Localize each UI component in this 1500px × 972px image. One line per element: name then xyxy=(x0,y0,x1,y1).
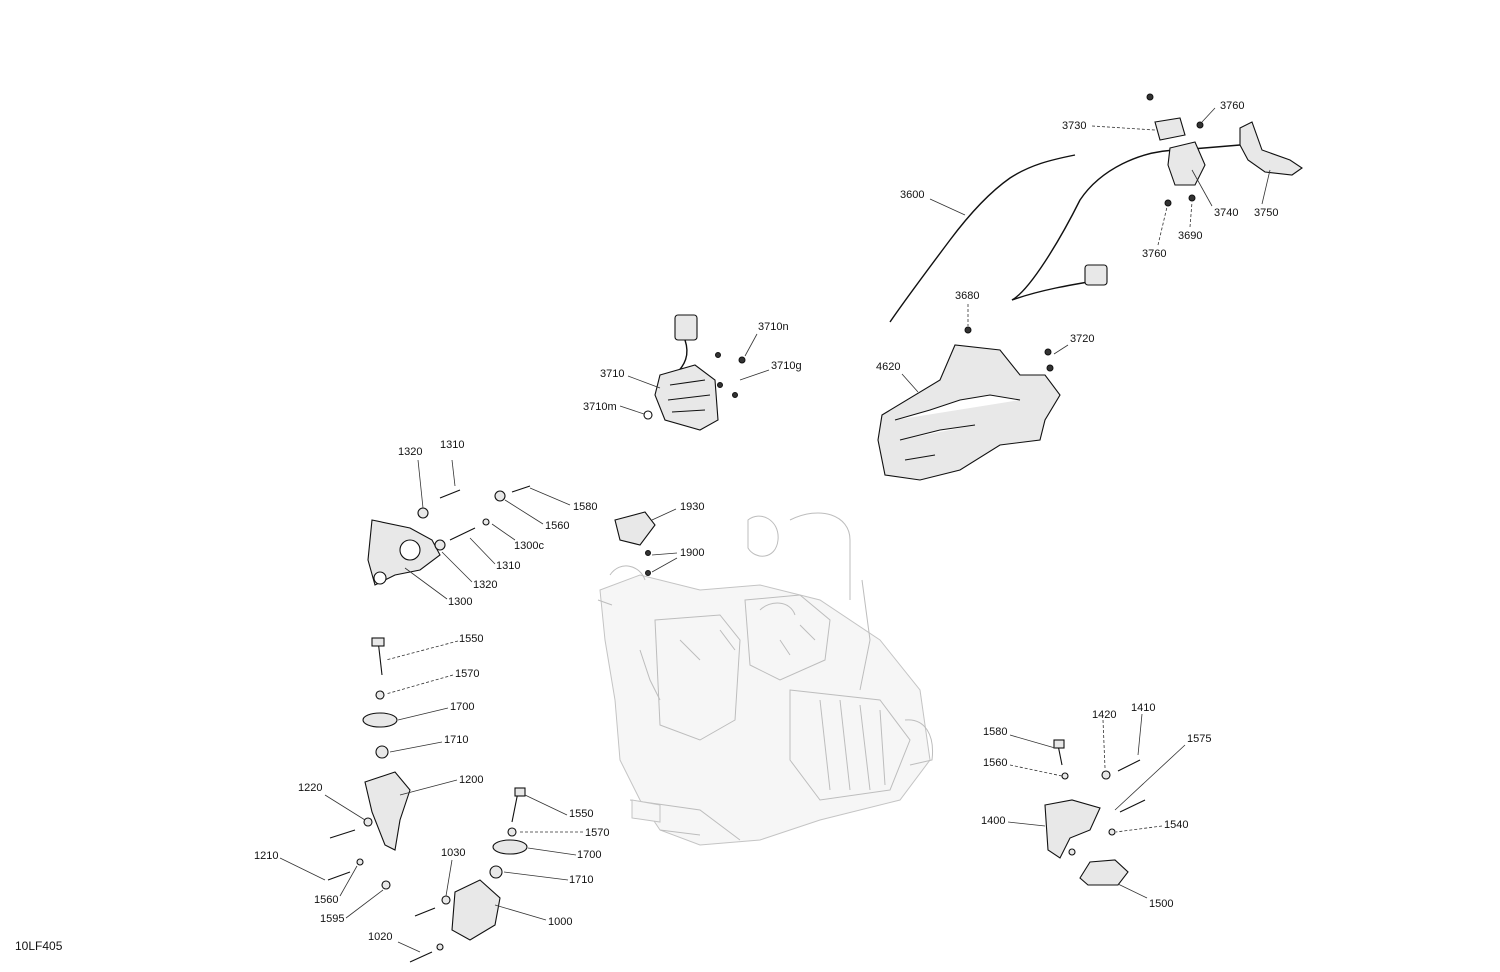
engine-mount-1200 xyxy=(327,637,411,890)
callout-1030: 1030 xyxy=(441,847,465,859)
connector-plug xyxy=(1084,264,1108,286)
callout-1210: 1210 xyxy=(254,850,278,862)
callout-4620: 4620 xyxy=(876,361,900,373)
engine-mount-1400 xyxy=(1044,739,1146,886)
callout-3600: 3600 xyxy=(900,189,924,201)
callout-1700-left: 1700 xyxy=(450,701,474,713)
callout-1560-left: 1560 xyxy=(314,894,338,906)
callout-1200: 1200 xyxy=(459,774,483,786)
callout-1410: 1410 xyxy=(1131,702,1155,714)
shifter-body-3740 xyxy=(1167,141,1206,186)
callout-1710-lower: 1710 xyxy=(569,874,593,886)
callout-1220: 1220 xyxy=(298,782,322,794)
callout-1500: 1500 xyxy=(1149,898,1173,910)
callout-3760-bottom: 3760 xyxy=(1142,248,1166,260)
callout-1900: 1900 xyxy=(680,547,704,559)
callout-1700-lower: 1700 xyxy=(577,849,601,861)
callout-3710m: 3710m xyxy=(583,401,617,413)
callout-1300c: 1300c xyxy=(514,540,544,552)
callout-labels: 3760 3730 3600 3740 3750 3690 3760 3680 … xyxy=(254,100,1278,943)
callout-3750: 3750 xyxy=(1254,207,1278,219)
callout-1560-upper: 1560 xyxy=(545,520,569,532)
callout-3710n: 3710n xyxy=(758,321,789,333)
callout-1540: 1540 xyxy=(1164,819,1188,831)
callout-1580-left: 1580 xyxy=(573,501,597,513)
callout-3710: 3710 xyxy=(600,368,624,380)
callout-1550-lower: 1550 xyxy=(569,808,593,820)
switch-3730 xyxy=(1154,117,1186,141)
callout-1575: 1575 xyxy=(1187,733,1211,745)
engine-mount-1000 xyxy=(409,787,528,963)
callout-1000: 1000 xyxy=(548,916,572,928)
engine-mount-1300 xyxy=(367,485,531,586)
callout-1550-left: 1550 xyxy=(459,633,483,645)
callout-1420: 1420 xyxy=(1092,709,1116,721)
callout-1560-right: 1560 xyxy=(983,757,1007,769)
module-3710 xyxy=(643,314,746,431)
callout-1320-bottom: 1320 xyxy=(473,579,497,591)
drawing-reference: 10LF405 xyxy=(15,939,63,953)
callout-1570-left: 1570 xyxy=(455,668,479,680)
callout-3690: 3690 xyxy=(1178,230,1202,242)
callout-3680: 3680 xyxy=(955,290,979,302)
callout-1020: 1020 xyxy=(368,931,392,943)
callout-3720: 3720 xyxy=(1070,333,1094,345)
callout-3740: 3740 xyxy=(1214,207,1238,219)
leader-lines xyxy=(279,107,1271,953)
callout-1580-right: 1580 xyxy=(983,726,1007,738)
mounting-bracket-4620 xyxy=(877,344,1061,481)
callout-1930: 1930 xyxy=(680,501,704,513)
callout-1570-lower: 1570 xyxy=(585,827,609,839)
callout-3710g: 3710g xyxy=(771,360,802,372)
bracket-1930 xyxy=(614,511,656,576)
callout-3760-top: 3760 xyxy=(1220,100,1244,112)
callout-1300: 1300 xyxy=(448,596,472,608)
callout-3730: 3730 xyxy=(1062,120,1086,132)
engine-assembly-ghost xyxy=(597,512,934,846)
callout-1595: 1595 xyxy=(320,913,344,925)
callout-1310-bottom: 1310 xyxy=(496,560,520,572)
shifter-assembly xyxy=(889,93,1303,334)
callout-1310-top: 1310 xyxy=(440,439,464,451)
callout-1320-top: 1320 xyxy=(398,446,422,458)
lever-3750 xyxy=(1239,121,1303,176)
callout-1710-left: 1710 xyxy=(444,734,468,746)
callout-1400: 1400 xyxy=(981,815,1005,827)
